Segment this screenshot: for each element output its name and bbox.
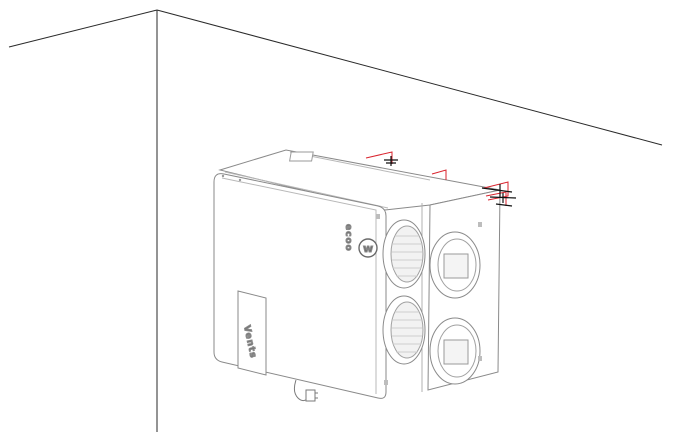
bracket-right [483,181,509,201]
logo-glyph: w [363,242,373,255]
ceiling-edge-left [8,9,158,48]
fixing-bl [384,380,388,385]
duct-spigot-lower [429,317,481,385]
bracket-right-lower [485,191,507,206]
ventilation-unit: Vents w ecoo [213,149,501,399]
plug [305,389,316,402]
top-label-plate [289,151,314,162]
grille-lower [382,295,426,365]
ceiling-edge-right [156,9,663,146]
access-panel [237,290,267,376]
bracket-mid [431,169,447,180]
fixing-tr [478,222,482,227]
corner-dot-2 [238,178,242,182]
bracket-screws [384,156,517,207]
fixing-tl [376,214,380,219]
brand-logo: w ecoo [343,224,378,258]
logo-icon [358,238,378,258]
corner-dot-1 [221,174,225,178]
bracket-left [365,151,393,164]
grille-upper [382,219,426,289]
unit-front-bezel [221,177,377,394]
cable-plug [293,379,318,402]
screw-left [384,156,398,166]
screw-right-top [481,184,513,198]
plug-prongs [315,392,318,399]
duct-spigot-upper [429,231,481,299]
fixing-br [478,356,482,361]
room-corner [8,9,663,432]
brand-wordmark: ecoo [343,224,353,252]
screw-right-mid [489,193,517,203]
screw-right-low [495,203,513,207]
